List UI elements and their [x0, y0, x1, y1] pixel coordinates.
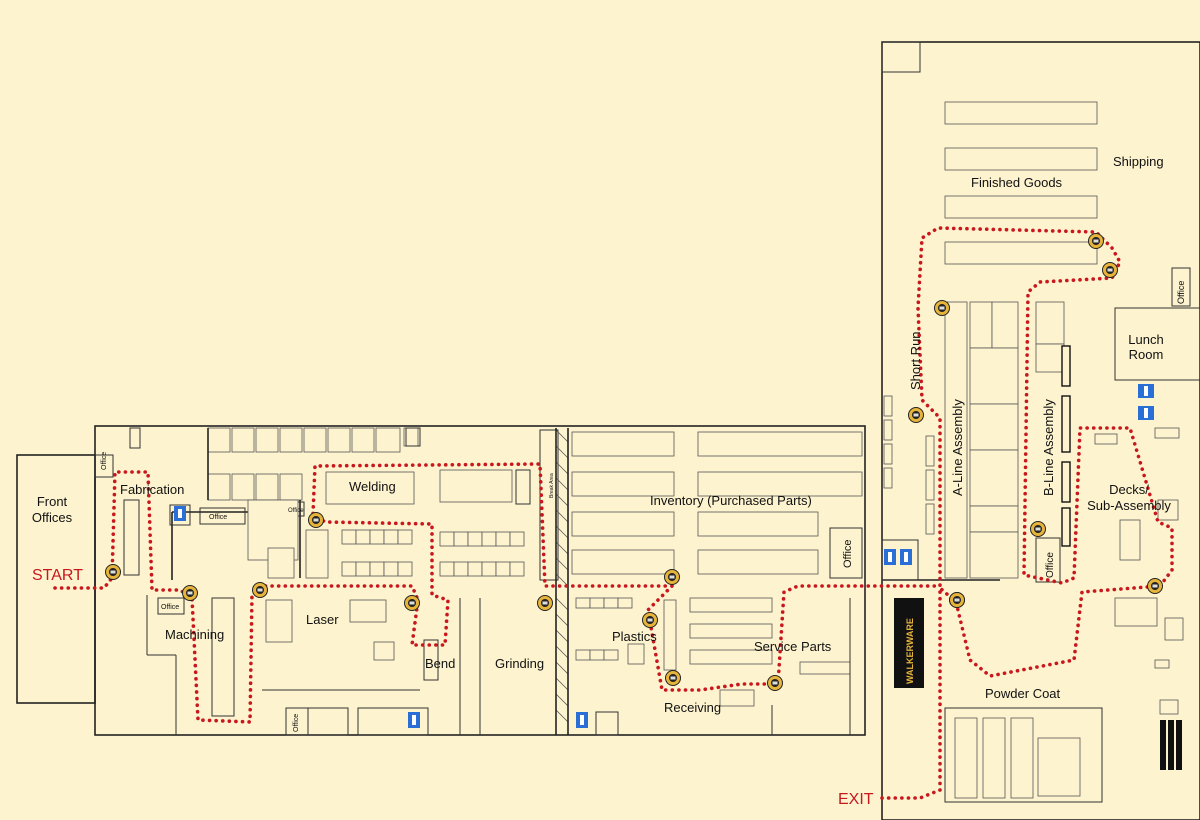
exit-label: EXIT: [838, 791, 874, 808]
office-tag: Office: [842, 539, 854, 568]
camera-stop-icon: [1030, 521, 1046, 537]
route-stops: [105, 233, 1163, 691]
front-offices-label-2: Offices: [32, 510, 73, 525]
bend-label: Bend: [425, 656, 455, 671]
office-tag: Office: [288, 508, 304, 514]
camera-stop-icon: [308, 512, 324, 528]
powder-coat-label: Powder Coat: [985, 686, 1061, 701]
office-tag: Office: [209, 514, 227, 521]
start-label: START: [32, 567, 83, 584]
service-parts-label: Service Parts: [754, 639, 832, 654]
camera-stop-icon: [665, 670, 681, 686]
shipping-label: Shipping: [1113, 154, 1164, 169]
office-tag: Office: [1176, 281, 1186, 304]
restroom-icons: [174, 384, 1154, 728]
camera-stop-icon: [1102, 262, 1118, 278]
fabrication-label: Fabrication: [120, 482, 184, 497]
laser-label: Laser: [306, 612, 339, 627]
short-run-label: Short Run: [908, 331, 923, 390]
west-interior: [94, 427, 863, 736]
camera-stop-icon: [537, 595, 553, 611]
camera-stop-icon: [1088, 233, 1104, 249]
decks-label-1: Decks/: [1109, 482, 1149, 497]
tour-route: [53, 226, 1174, 800]
camera-stop-icon: [908, 407, 924, 423]
camera-stop-icon: [664, 569, 680, 585]
labels: START EXIT Front Offices Fabrication Mac…: [32, 154, 1186, 808]
machining-label: Machining: [165, 627, 224, 642]
office-tag: Office: [161, 604, 179, 611]
camera-stop-icon: [934, 300, 950, 316]
receiving-label: Receiving: [664, 700, 721, 715]
plastics-label: Plastics: [612, 629, 657, 644]
restroom-icon: [408, 712, 420, 728]
office-tag: Office: [293, 714, 300, 732]
camera-stop-icon: [404, 595, 420, 611]
b-line-label: B-Line Assembly: [1041, 399, 1056, 496]
restroom-icon: [900, 549, 912, 565]
east-interior: [881, 101, 1200, 803]
restroom-icon: [1138, 384, 1154, 398]
camera-stop-icon: [642, 612, 658, 628]
east-building: [881, 41, 1200, 820]
restroom-icon: [1138, 406, 1154, 420]
office-tag: Office: [1045, 552, 1056, 578]
front-offices-label-1: Front: [37, 494, 68, 509]
camera-stop-icon: [767, 675, 783, 691]
welding-label: Welding: [349, 479, 396, 494]
restroom-icon: [576, 712, 588, 728]
camera-stop-icon: [1147, 578, 1163, 594]
inventory-label: Inventory (Purchased Parts): [650, 493, 812, 508]
grinding-label: Grinding: [495, 656, 544, 671]
break-area-tag: Break Area: [549, 473, 555, 498]
a-line-label: A-Line Assembly: [950, 399, 965, 496]
finished-goods-label: Finished Goods: [971, 175, 1063, 190]
camera-stop-icon: [252, 582, 268, 598]
lunch-room-label-2: Room: [1129, 347, 1164, 362]
walkerware-logo: [894, 598, 924, 688]
camera-stop-icon: [105, 564, 121, 580]
lunch-room-label-1: Lunch: [1128, 332, 1163, 347]
camera-stop-icon: [182, 585, 198, 601]
walkerware-logo-text: WALKERWARE: [905, 618, 915, 684]
restroom-icon: [884, 549, 896, 565]
decks-label-2: Sub-Assembly: [1087, 498, 1171, 513]
restroom-icon: [174, 506, 186, 521]
office-tag: Office: [101, 452, 108, 470]
camera-stop-icon: [949, 592, 965, 608]
